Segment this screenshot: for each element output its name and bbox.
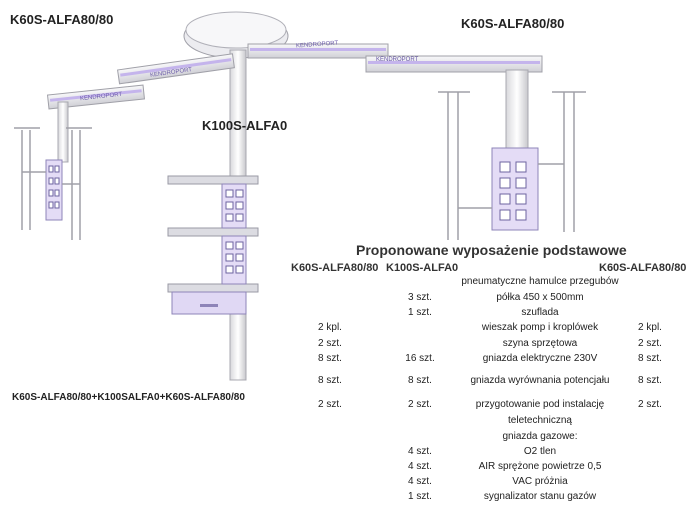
row-col-right: 2 szt. <box>638 338 662 349</box>
row-col-center: 4 szt. <box>408 476 432 487</box>
row-item: AIR sprężone powietrze 0,5 <box>478 461 602 472</box>
row-item: gniazda wyrównania potencjału <box>470 375 610 386</box>
row-col-center: 3 szt. <box>408 292 432 303</box>
row-item: VAC próżnia <box>512 476 568 487</box>
row-item: wieszak pomp i kroplówek <box>481 322 599 333</box>
row-col-left: 2 szt. <box>318 399 342 410</box>
row-col-center: 16 szt. <box>405 353 435 364</box>
row-item: gniazda elektryczne 230V <box>482 353 598 364</box>
row-col-right: 8 szt. <box>638 375 662 386</box>
row-item: szuflada <box>521 307 559 318</box>
row-col-left: 8 szt. <box>318 353 342 364</box>
label-combo: K60S-ALFA80/80+K100SALFA0+K60S-ALFA80/80 <box>12 392 245 403</box>
row-item: pneumatyczne hamulce przegubów <box>461 276 619 287</box>
row-item: O2 tlen <box>523 446 557 457</box>
table-header-left: K60S-ALFA80/80 <box>291 262 379 274</box>
row-item: przygotowanie pod instalację <box>475 399 605 410</box>
label-top-right: K60S-ALFA80/80 <box>461 16 565 31</box>
center-column <box>167 49 259 381</box>
table-header-right: K60S-ALFA80/80 <box>599 262 687 274</box>
row-col-center: 4 szt. <box>408 461 432 472</box>
left-arm <box>14 53 235 240</box>
label-center: K100S-ALFA0 <box>202 118 288 133</box>
row-col-left: 2 szt. <box>318 338 342 349</box>
right-arm <box>247 43 586 240</box>
row-col-right: 8 szt. <box>638 353 662 364</box>
brand-logo-2: KENDROPORT <box>376 57 419 63</box>
row-item: półka 450 x 500mm <box>496 292 584 303</box>
row-col-left: 8 szt. <box>318 375 342 386</box>
row-col-center: 2 szt. <box>408 399 432 410</box>
label-top-left: K60S-ALFA80/80 <box>10 12 114 27</box>
row-col-center: 1 szt. <box>408 491 432 502</box>
row-col-center: 8 szt. <box>408 375 432 386</box>
row-col-right: 2 szt. <box>638 399 662 410</box>
row-col-center: 1 szt. <box>408 307 432 318</box>
row-item: gniazda gazowe: <box>502 431 578 442</box>
row-col-right: 2 kpl. <box>638 322 662 333</box>
row-item: teletechniczną <box>508 415 572 426</box>
row-col-left: 2 kpl. <box>318 322 342 333</box>
ceiling-mount <box>183 11 289 59</box>
table-header-center: K100S-ALFA0 <box>386 262 459 274</box>
table-title: Proponowane wyposażenie podstawowe <box>356 242 627 258</box>
row-col-center: 4 szt. <box>408 446 432 457</box>
row-item: szyna sprzętowa <box>502 338 578 349</box>
row-item: sygnalizator stanu gazów <box>483 491 597 502</box>
